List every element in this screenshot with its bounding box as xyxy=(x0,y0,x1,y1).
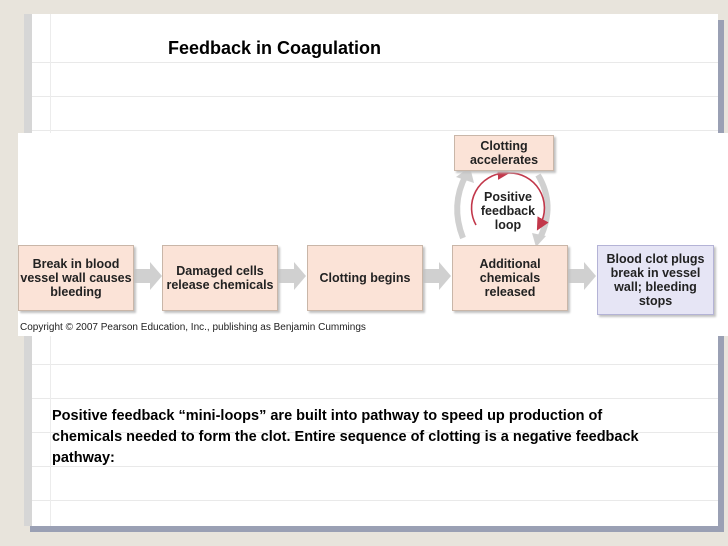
notebook-rule xyxy=(32,500,718,501)
notebook-rule xyxy=(32,398,718,399)
notebook-rule xyxy=(32,130,718,131)
coagulation-diagram: Break in blood vessel wall causes bleedi… xyxy=(18,133,728,336)
flow-arrow xyxy=(423,262,451,290)
positive-feedback-loop-label: Positive feedback loop xyxy=(480,190,536,232)
step-box-damaged-cells: Damaged cells release chemicals xyxy=(162,245,278,311)
notebook-rule xyxy=(32,62,718,63)
step-box-clotting-begins: Clotting begins xyxy=(307,245,423,311)
positive-loop-arrow xyxy=(507,172,549,231)
copyright-notice: Copyright © 2007 Pearson Education, Inc.… xyxy=(20,322,366,333)
clotting-accelerates-box: Clotting accelerates xyxy=(454,135,554,171)
slide-caption: Positive feedback “mini-loops” are built… xyxy=(52,408,639,466)
step-box-additional-chemicals: Additional chemicals released xyxy=(452,245,568,311)
loop-side-arrow xyxy=(454,173,469,240)
notebook-rule xyxy=(32,96,718,97)
notebook-rule xyxy=(32,364,718,365)
slide-title: Feedback in Coagulation xyxy=(168,38,382,58)
loop-side-arrow xyxy=(535,173,551,240)
flow-arrow xyxy=(134,262,162,290)
loop-side-arrowhead xyxy=(532,233,546,247)
flow-arrow xyxy=(278,262,306,290)
positive-loop-arrow xyxy=(470,167,511,226)
notebook-rule xyxy=(32,466,718,467)
diagram-arrows xyxy=(134,167,596,290)
loop-side-arrowhead xyxy=(456,167,474,183)
step-box-blood-clot: Blood clot plugs break in vessel wall; b… xyxy=(597,245,714,315)
flow-arrow xyxy=(568,262,596,290)
step-box-break: Break in blood vessel wall causes bleedi… xyxy=(18,245,134,311)
notebook-rule xyxy=(32,432,718,433)
